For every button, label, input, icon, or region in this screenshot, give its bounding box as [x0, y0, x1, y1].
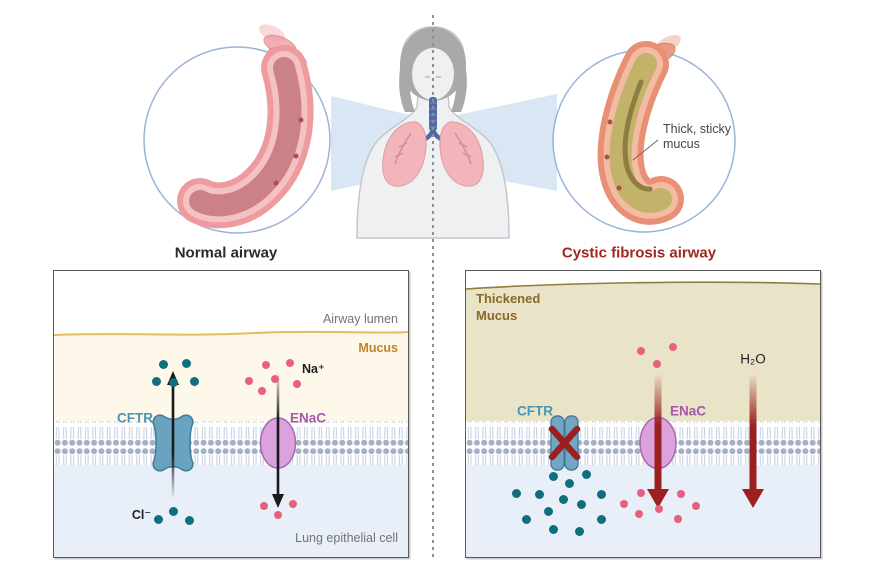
cf-airway-tube-art	[597, 34, 684, 225]
normal-airway-tube-art	[177, 24, 314, 229]
mucus-surface-line	[54, 330, 408, 336]
hair-side-left	[399, 58, 415, 112]
sodium-influx-arrow	[647, 375, 669, 508]
mucus-surface-line	[466, 281, 820, 290]
cftr-label: CFTR	[517, 403, 553, 419]
normal-panel-art	[54, 271, 408, 557]
cell-region	[466, 465, 820, 557]
thickened-mucus-line1: Thickened	[476, 291, 541, 306]
thick-sticky-mucus-annotation: Thick, sticky mucus	[663, 122, 731, 152]
airway-lumen-label: Airway lumen	[322, 312, 398, 326]
thickened-mucus-label: Thickened Mucus	[476, 291, 540, 325]
mucus-region	[54, 331, 408, 421]
normal-airway-inset	[143, 24, 331, 234]
sodium-down-arrow	[272, 371, 284, 508]
mucus-label: Mucus	[358, 341, 398, 355]
top-illustration	[143, 24, 736, 239]
enac-label: ENaC	[289, 410, 327, 426]
lipid-bilayer	[54, 421, 408, 465]
annotation-line1: Thick, sticky	[663, 122, 732, 136]
cf-airway-panel: Thickened Mucus CFTR ENaC H₂O	[465, 270, 821, 558]
sodium-label: Na⁺	[302, 362, 325, 376]
blocked-x-icon	[548, 425, 581, 461]
cftr-label: CFTR	[117, 410, 153, 426]
normal-airway-title: Normal airway	[174, 244, 278, 262]
hair-side-right	[451, 58, 467, 112]
lung-epithelial-cell-label: Lung epithelial cell	[295, 531, 398, 545]
annotation-pointer-line	[632, 139, 659, 161]
normal-airway-panel: Airway lumen Mucus Lung epithelial cell …	[53, 270, 409, 558]
cell-region	[54, 465, 408, 557]
annotation-line2: mucus	[663, 136, 700, 151]
water-label: H₂O	[740, 351, 766, 367]
enac-label: ENaC	[669, 403, 707, 419]
chloride-label: Cl⁻	[131, 508, 151, 522]
water-influx-arrow	[742, 375, 764, 508]
dashed-divider	[432, 15, 434, 558]
thickened-mucus-line2: Mucus	[476, 307, 518, 323]
cf-airway-inset	[552, 34, 736, 233]
hair-fringe	[400, 38, 466, 66]
lungs	[382, 121, 484, 187]
cf-airway-title: Cystic fibrosis airway	[561, 244, 717, 262]
